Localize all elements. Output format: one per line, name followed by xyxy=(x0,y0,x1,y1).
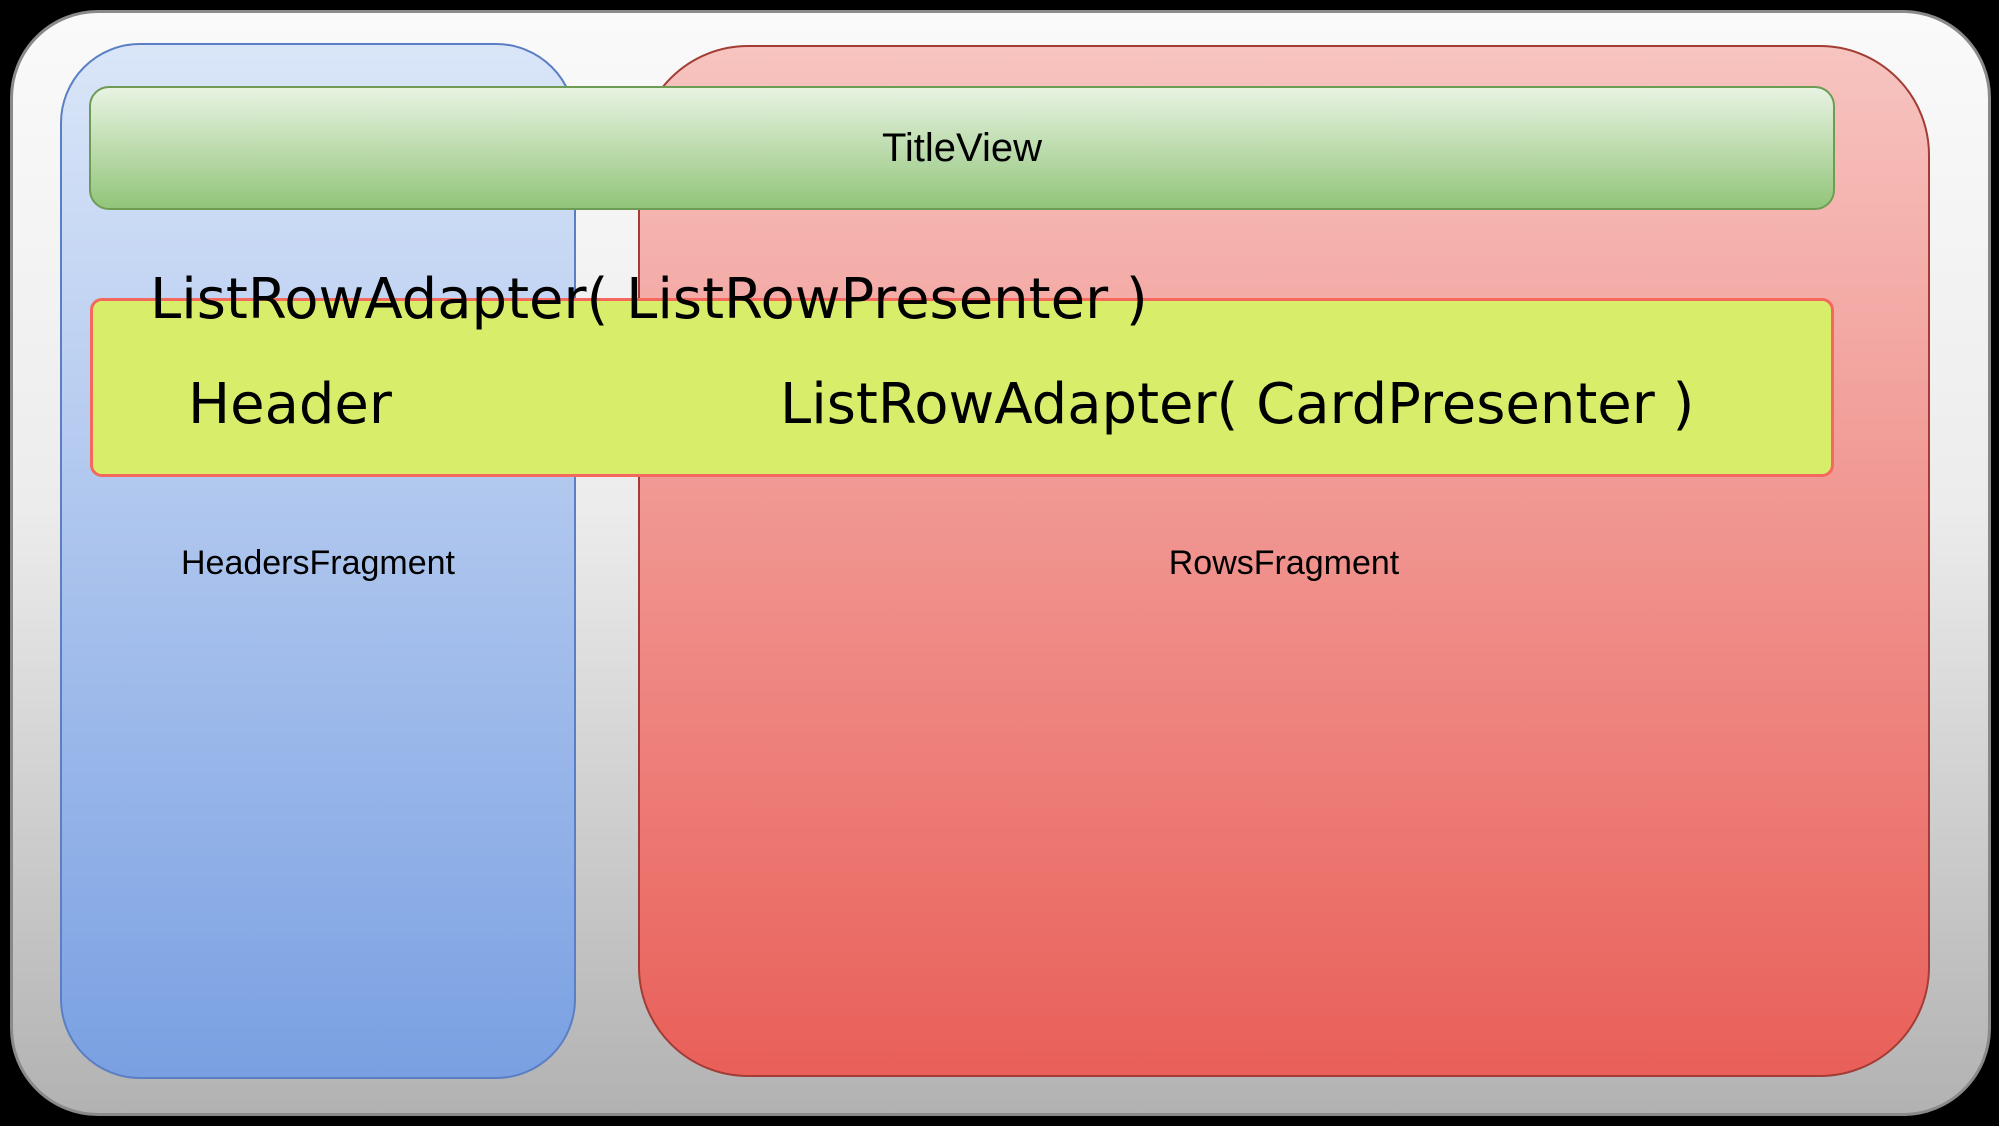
headers-fragment-box xyxy=(60,43,576,1079)
rows-fragment-box xyxy=(638,45,1930,1077)
title-view-bar: TitleView xyxy=(89,86,1835,210)
title-view-label: TitleView xyxy=(881,125,1043,170)
list-row-adapter-presenter-label: ListRowAdapter( ListRowPresenter ) xyxy=(150,267,1148,332)
rows-fragment-label: RowsFragment xyxy=(1168,544,1400,582)
list-row-adapter-card-presenter-label: ListRowAdapter( CardPresenter ) xyxy=(780,372,1695,437)
headers-fragment-label: HeadersFragment xyxy=(180,544,455,582)
list-row-box xyxy=(90,298,1834,477)
header-label: Header xyxy=(188,372,392,437)
